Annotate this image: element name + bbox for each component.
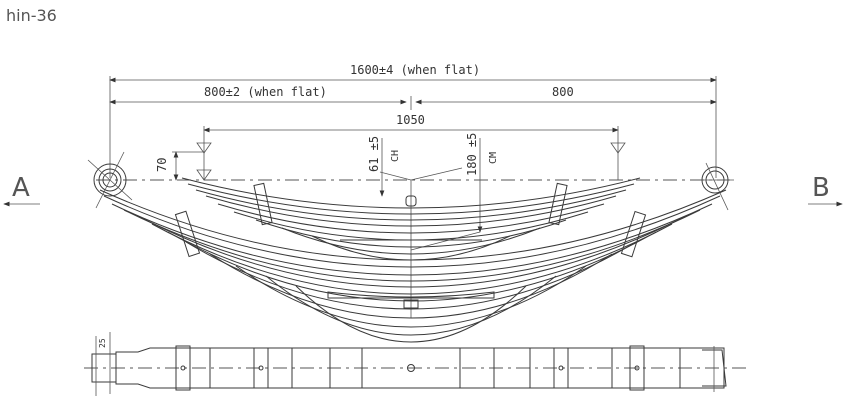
helper-leaf-pack <box>181 177 641 261</box>
page-title: hin-36 <box>6 6 57 25</box>
dim-180-label: 180 ±5 <box>465 133 479 176</box>
view-label-a: A <box>12 173 30 203</box>
spring-eye-right <box>698 162 734 211</box>
rebound-clips <box>174 182 647 258</box>
dim-1050-label: 1050 <box>396 113 425 127</box>
dim-helper-drop: 70 <box>155 151 204 181</box>
spring-eye-left <box>87 151 133 209</box>
dim-70-label: 70 <box>155 158 169 172</box>
dim-25-label: 25 <box>98 338 107 348</box>
dim-800-left-label: 800±2 (when flat) <box>204 85 327 99</box>
dim-cm-tag: CM <box>488 152 499 164</box>
dim-800-right-label: 800 <box>552 85 574 99</box>
dim-61-label: 61 ±5 <box>367 136 381 172</box>
dim-halves: 800±2 (when flat) 800 <box>109 85 717 110</box>
view-label-b: B <box>812 173 830 203</box>
dim-ch-tag: CH <box>390 150 401 162</box>
dim-helper-span: 1050 <box>196 113 626 181</box>
main-leaf-pack <box>99 189 727 343</box>
dim-1600-label: 1600±4 (when flat) <box>350 63 480 77</box>
plan-view: 25 <box>84 332 746 396</box>
dim-overall-length: 1600±4 (when flat) <box>109 63 717 178</box>
